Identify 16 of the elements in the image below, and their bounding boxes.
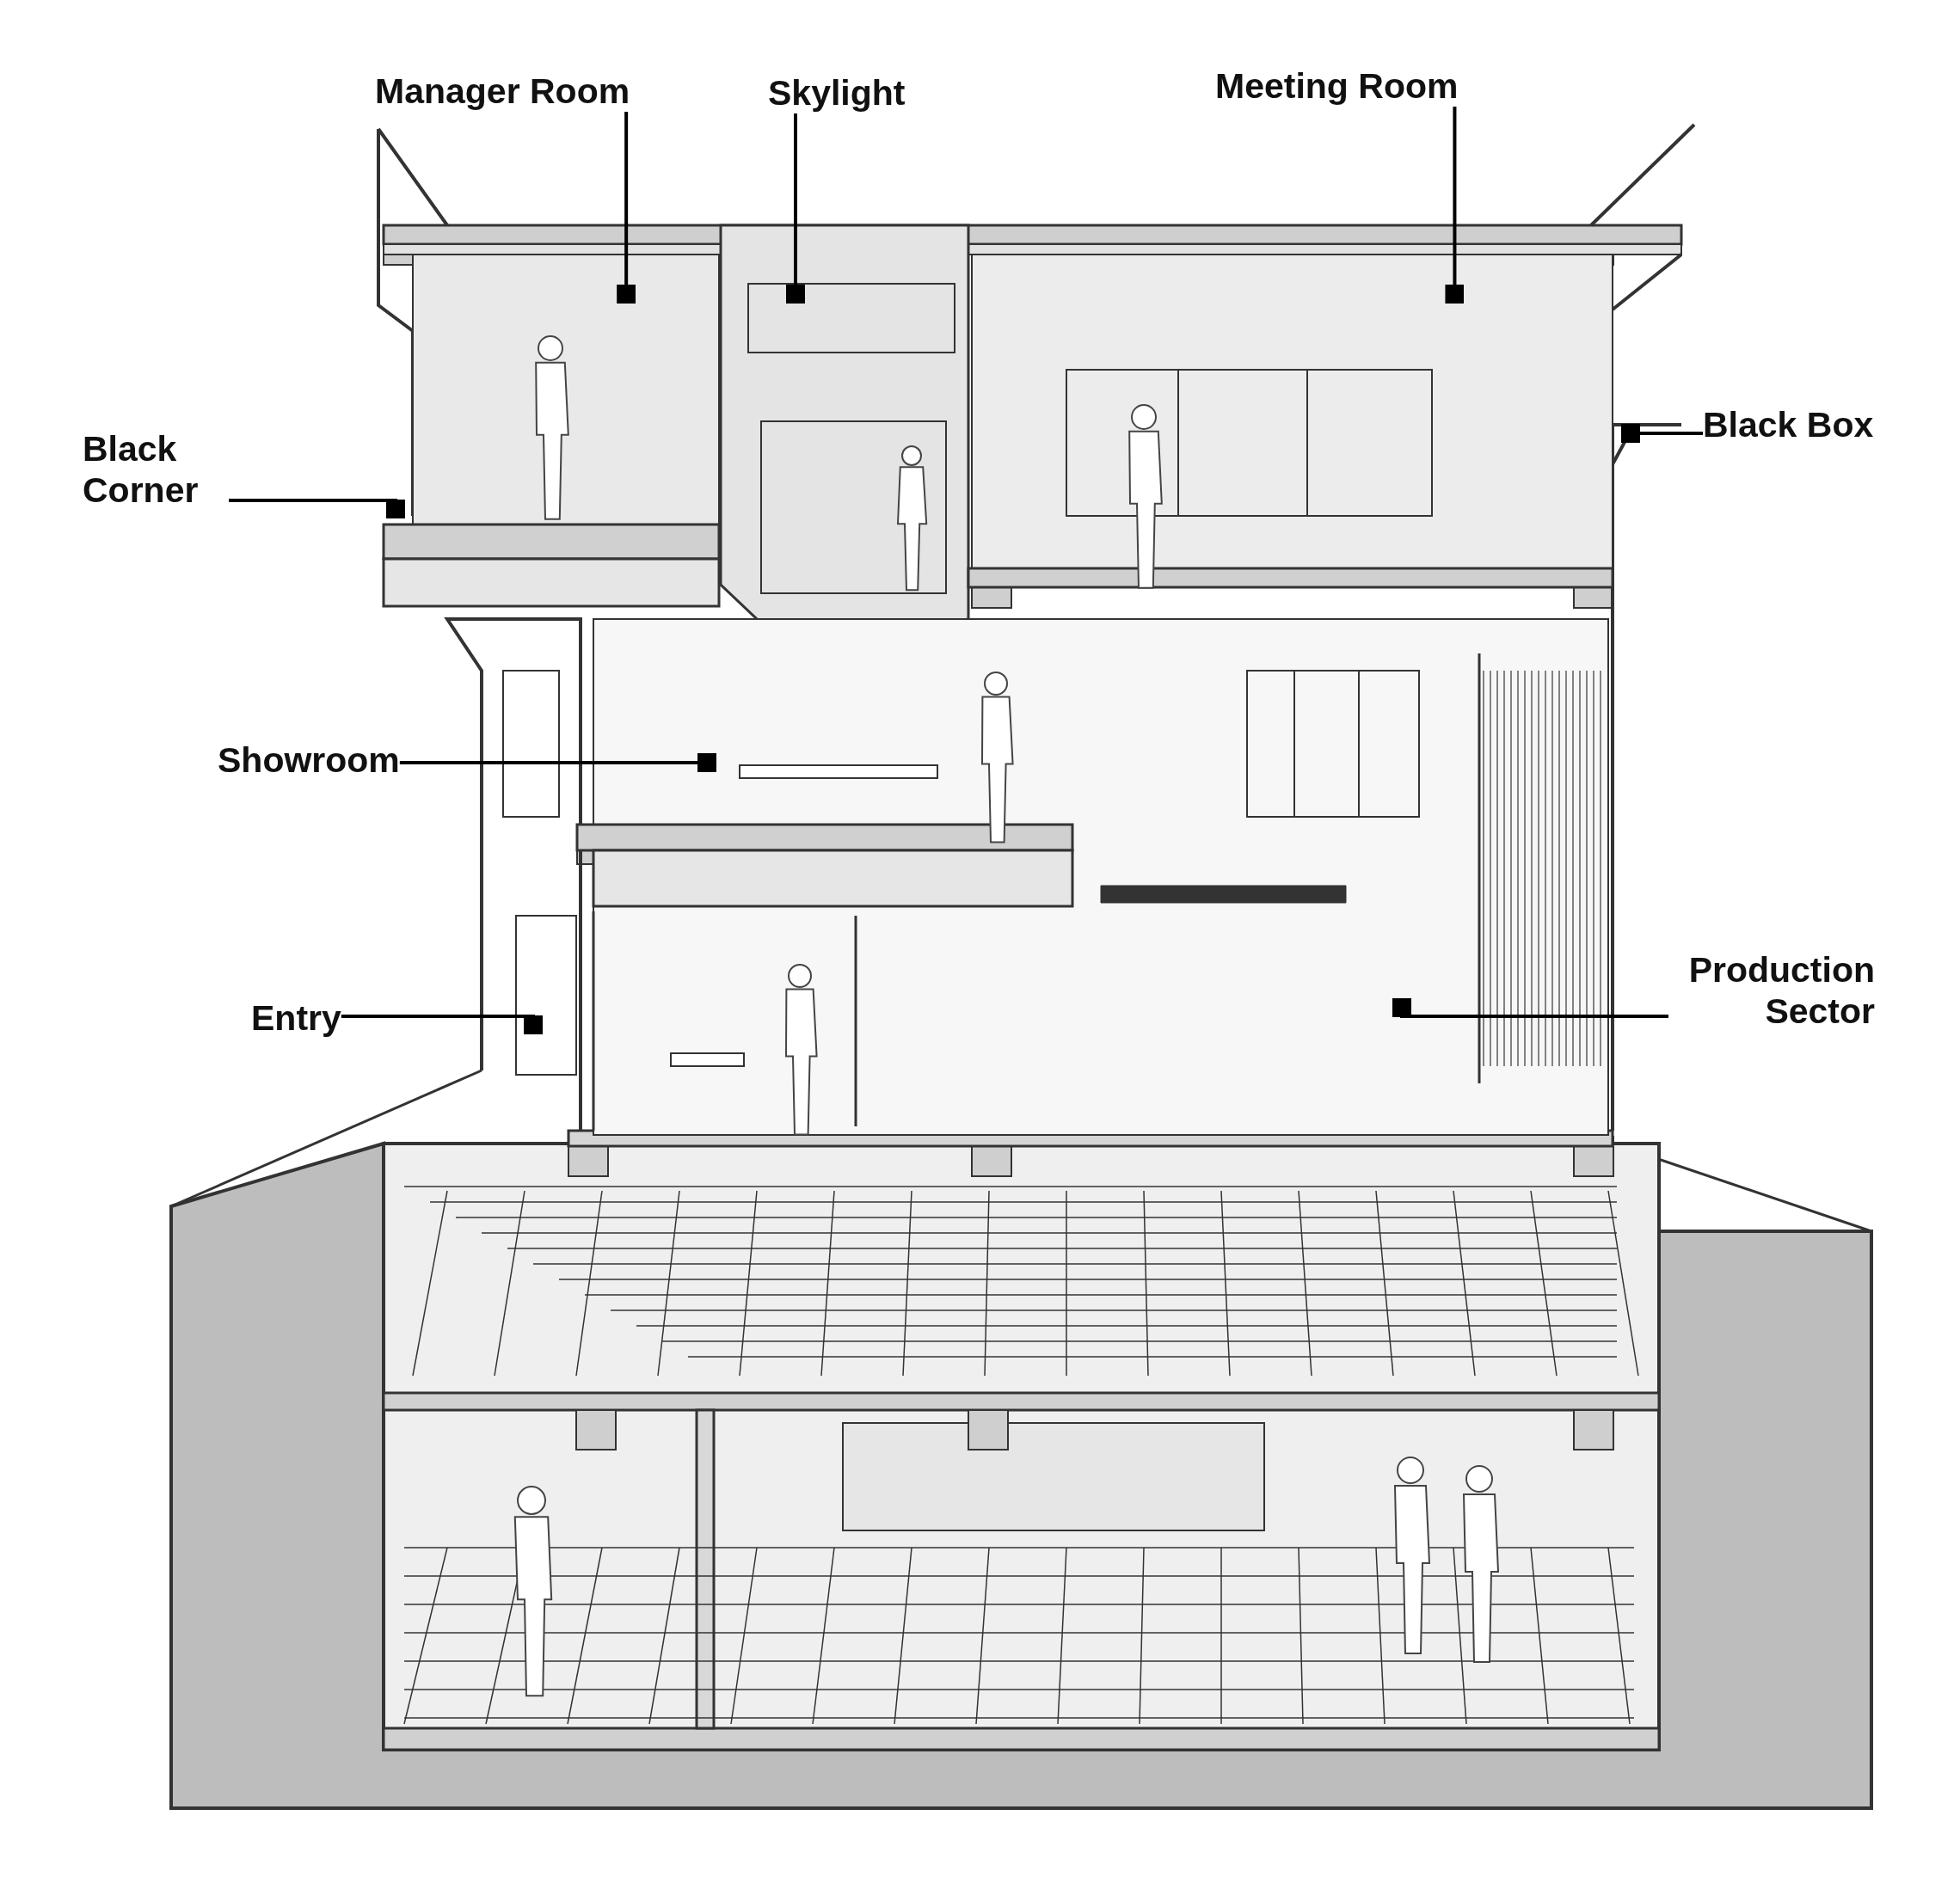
room-label: Production Sector bbox=[1668, 949, 1875, 1032]
room-label: Skylight bbox=[768, 72, 906, 113]
leader-line bbox=[341, 1015, 543, 1034]
room-label: Black Box bbox=[1703, 404, 1874, 445]
leader-line bbox=[229, 499, 405, 518]
room-label: Entry bbox=[251, 997, 341, 1039]
leader-line bbox=[1445, 107, 1465, 304]
room-label: Meeting Room bbox=[1215, 65, 1459, 107]
room-label: Manager Room bbox=[375, 71, 630, 112]
leader-line bbox=[786, 113, 805, 304]
leader-line bbox=[1392, 998, 1668, 1018]
room-label: Black Corner bbox=[83, 428, 229, 511]
leader-line bbox=[617, 112, 636, 304]
room-label: Showroom bbox=[218, 739, 400, 781]
leader-line bbox=[399, 753, 716, 772]
leader-line bbox=[1621, 424, 1703, 443]
